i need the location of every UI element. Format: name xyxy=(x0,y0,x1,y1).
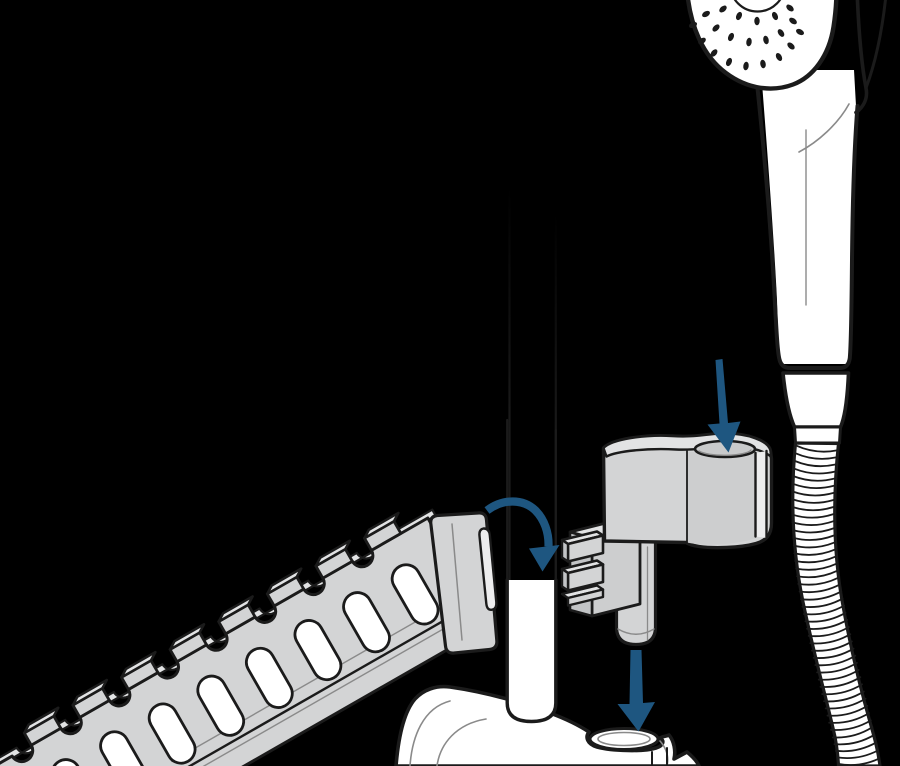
rack-end-plate xyxy=(429,511,499,655)
adjustment-rack xyxy=(0,508,499,766)
slider-bracket xyxy=(394,684,701,766)
holder-mounting-teeth xyxy=(560,518,642,618)
insert-arrow-icon xyxy=(707,359,741,453)
rotate-arrow-head-icon xyxy=(529,545,560,572)
press-arrow-icon xyxy=(617,650,655,732)
arrows xyxy=(484,359,741,732)
rack-slots xyxy=(50,563,440,766)
hose-connector xyxy=(781,371,851,445)
shower-hose xyxy=(791,441,882,766)
holder-body xyxy=(601,431,774,550)
shower-holder xyxy=(560,431,774,647)
head-back-edge-outer xyxy=(864,0,887,90)
face-center-ring xyxy=(733,0,782,13)
rack-flange-edge xyxy=(0,600,478,766)
hand-shower xyxy=(685,0,887,445)
wall-bar xyxy=(505,418,558,724)
hose-ribs xyxy=(791,444,880,766)
rotate-arrow-icon xyxy=(484,497,553,547)
shower-handle xyxy=(761,70,856,364)
rack-teeth xyxy=(22,511,403,747)
hose-port xyxy=(588,727,660,751)
shower-face xyxy=(685,0,839,91)
spray-nozzles xyxy=(688,4,805,71)
